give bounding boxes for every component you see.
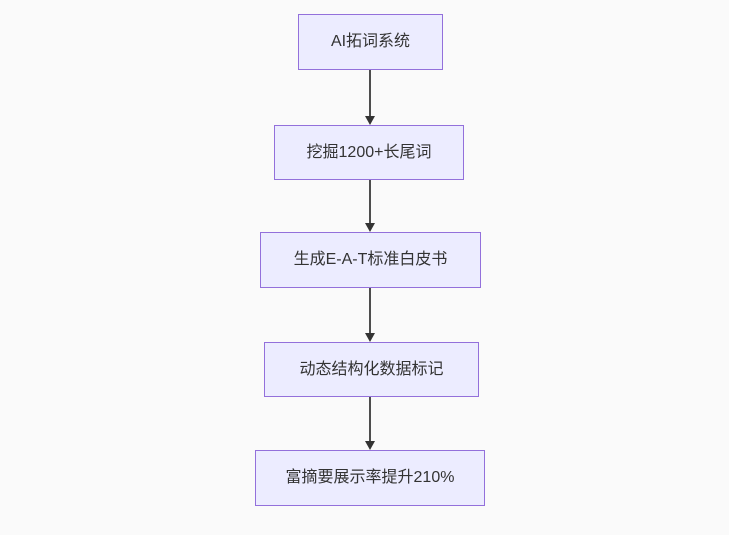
- flow-node-structured-data-markup: 动态结构化数据标记: [264, 342, 479, 397]
- arrowhead-down-icon: [365, 223, 375, 232]
- flow-edge-4: [364, 397, 376, 450]
- flow-node-longtail-mining: 挖掘1200+长尾词: [274, 125, 464, 180]
- edge-line: [369, 70, 371, 117]
- arrowhead-down-icon: [365, 116, 375, 125]
- flow-edge-2: [364, 180, 376, 232]
- flow-node-label: AI拓词系统: [330, 33, 411, 51]
- flow-edge-1: [364, 70, 376, 125]
- edge-line: [369, 180, 371, 224]
- flow-node-label: 富摘要展示率提升210%: [285, 469, 455, 487]
- flow-node-ai-keyword-system: AI拓词系统: [298, 14, 443, 70]
- edge-line: [369, 397, 371, 442]
- flow-node-eat-whitepaper: 生成E-A-T标准白皮书: [260, 232, 481, 288]
- arrowhead-down-icon: [365, 333, 375, 342]
- edge-line: [369, 288, 371, 334]
- flow-edge-3: [364, 288, 376, 342]
- flow-node-rich-snippet-result: 富摘要展示率提升210%: [255, 450, 485, 506]
- flow-node-label: 挖掘1200+长尾词: [306, 143, 432, 161]
- flow-node-label: 动态结构化数据标记: [299, 360, 444, 378]
- flow-node-label: 生成E-A-T标准白皮书: [293, 251, 448, 269]
- arrowhead-down-icon: [365, 441, 375, 450]
